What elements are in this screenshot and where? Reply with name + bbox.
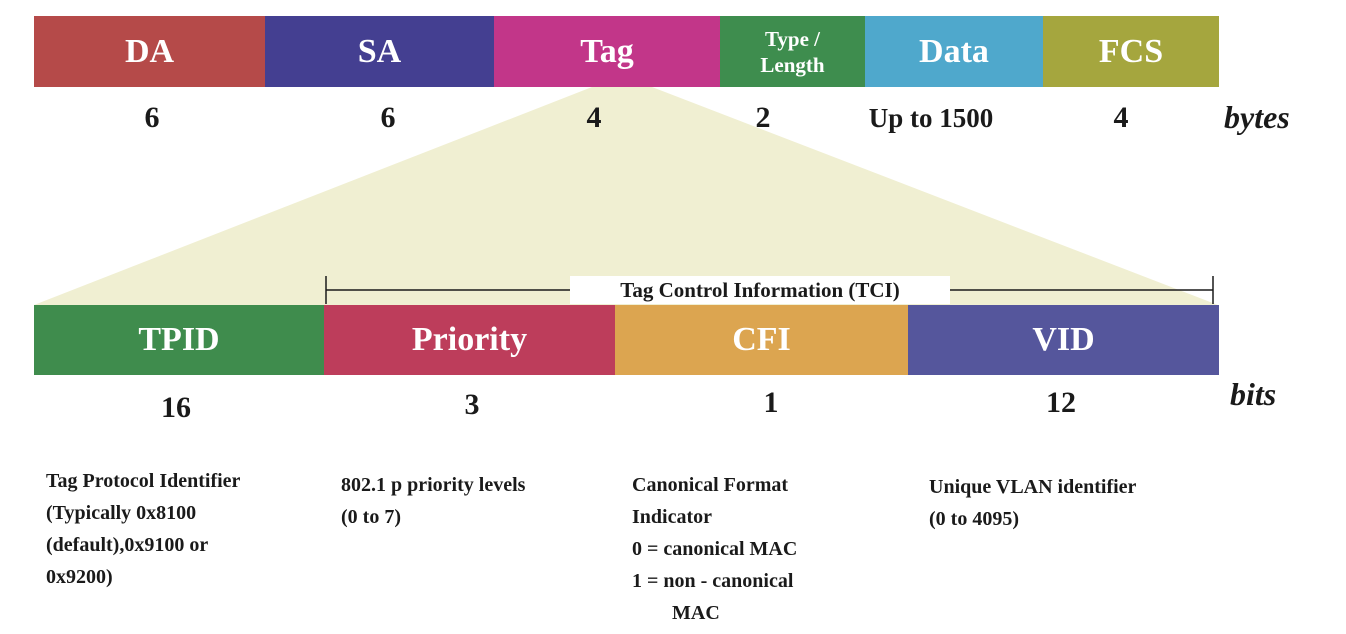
tci-label: Tag Control Information (TCI) xyxy=(570,276,950,304)
field-tpid: TPID xyxy=(34,305,324,375)
desc-cfi-line: 1 = non - canonical xyxy=(632,570,794,592)
unit-bytes: bytes xyxy=(1224,99,1290,135)
size-fcs: 4 xyxy=(1113,101,1129,134)
field-data-label: Data xyxy=(919,32,989,70)
field-sa: SA xyxy=(265,16,494,87)
desc-priority-line: (0 to 7) xyxy=(341,506,401,528)
field-type-length-line2: Length xyxy=(760,52,825,77)
desc-tpid-line: (Typically 0x8100 xyxy=(46,502,197,524)
desc-priority-line: 802.1 p priority levels xyxy=(341,474,526,496)
field-da: DA xyxy=(34,16,265,87)
desc-cfi: Canonical Format Indicator 0 = canonical… xyxy=(632,469,797,629)
unit-bits: bits xyxy=(1230,376,1277,412)
desc-tpid-line: 0x9200) xyxy=(46,566,113,588)
desc-tpid-line: (default),0x9100 or xyxy=(46,534,209,556)
field-cfi: CFI xyxy=(615,305,908,375)
desc-vid: Unique VLAN identifier (0 to 4095) xyxy=(929,471,1136,535)
desc-tpid-line: Tag Protocol Identifier xyxy=(46,470,241,492)
size-tpid: 16 xyxy=(161,391,191,424)
field-cfi-label: CFI xyxy=(732,321,791,358)
field-tag: Tag xyxy=(494,16,720,87)
field-data: Data xyxy=(865,16,1043,87)
field-vid: VID xyxy=(908,305,1219,375)
desc-vid-line: (0 to 4095) xyxy=(929,508,1019,530)
desc-cfi-line: Canonical Format xyxy=(632,474,789,496)
field-tpid-label: TPID xyxy=(138,321,220,358)
desc-cfi-line: 0 = canonical MAC xyxy=(632,538,798,560)
size-sa: 6 xyxy=(380,101,396,134)
desc-vid-line: Unique VLAN identifier xyxy=(929,476,1137,498)
field-tag-label: Tag xyxy=(580,32,634,70)
desc-tpid: Tag Protocol Identifier (Typically 0x810… xyxy=(46,465,240,593)
size-tag: 4 xyxy=(586,101,602,134)
desc-priority: 802.1 p priority levels (0 to 7) xyxy=(341,469,525,533)
field-vid-label: VID xyxy=(1032,321,1095,358)
size-data: Up to 1500 xyxy=(868,103,994,133)
field-sa-label: SA xyxy=(357,32,402,70)
size-vid: 12 xyxy=(1046,386,1076,419)
field-type-length: Type / Length xyxy=(720,16,865,87)
field-priority: Priority xyxy=(324,305,615,375)
size-type-length: 2 xyxy=(755,101,771,134)
size-priority: 3 xyxy=(464,388,480,421)
field-fcs: FCS xyxy=(1043,16,1219,87)
size-cfi: 1 xyxy=(763,386,779,419)
field-type-length-line1: Type / xyxy=(764,26,821,51)
desc-cfi-line: Indicator xyxy=(632,506,712,528)
desc-cfi-line: MAC xyxy=(672,602,720,624)
field-da-label: DA xyxy=(124,32,175,70)
field-priority-label: Priority xyxy=(411,321,528,358)
size-da: 6 xyxy=(144,101,160,134)
field-fcs-label: FCS xyxy=(1098,32,1164,70)
